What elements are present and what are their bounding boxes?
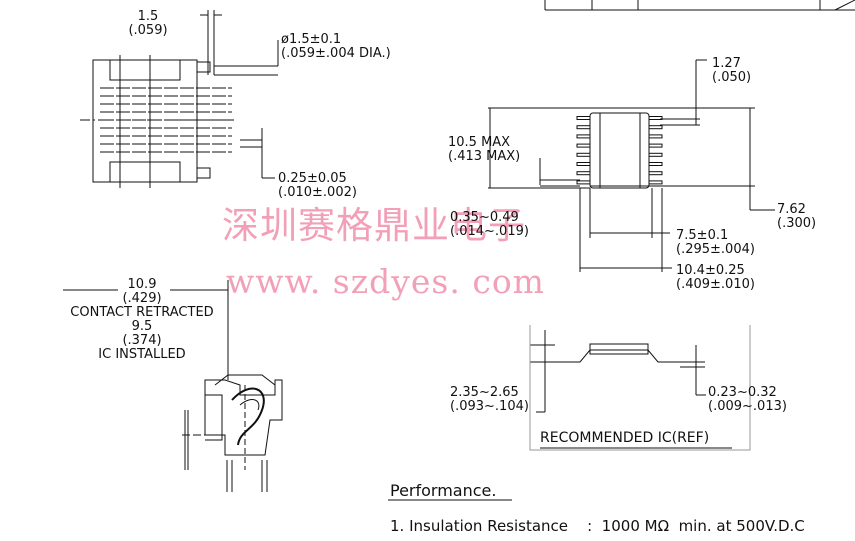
dim-height: 2.35~2.65 (.093~.104) (450, 386, 529, 414)
ic-lead (648, 116, 663, 120)
ic-lead (648, 171, 663, 176)
dim-text: (.010±.002) (278, 185, 357, 200)
dim-text: (.050) (712, 70, 752, 85)
ic-lead (648, 180, 663, 185)
dim-text: CONTACT RETRACTED (70, 305, 214, 320)
dim-lead-width: 0.35~0.49 (.014~.019) (450, 211, 529, 239)
dim-text: 0.35~0.49 (450, 210, 519, 225)
dim-text: (.413 MAX) (448, 149, 521, 164)
ic-lead (576, 134, 591, 139)
dim-1-27: 1.27 (.050) (712, 57, 751, 85)
watermark-chinese: 深圳赛格鼎业电子 (222, 204, 526, 247)
ic-lead (576, 171, 591, 176)
dim-text: 9.5 (131, 319, 153, 334)
dim-text: 10.9 (127, 277, 157, 292)
dim-10-4: 10.4±0.25 (.409±.010) (676, 264, 755, 292)
dim-text: (.409±.010) (676, 277, 755, 292)
ic-lead (576, 162, 591, 166)
performance-heading: Performance. (390, 481, 497, 500)
dim-text: 0.25±0.05 (278, 171, 347, 186)
ic-lead (576, 180, 591, 185)
dim-7-5: 7.5±0.1 (.295±.004) (676, 229, 755, 257)
dim-1-5: 1.5 (.059) (128, 10, 168, 38)
dim-text: 10.4±0.25 (676, 263, 745, 278)
dim-text: (.093~.104) (450, 399, 529, 414)
dim-10-5-max: 10.5 MAX (.413 MAX) (448, 136, 520, 164)
dim-text: 0.23~0.32 (708, 385, 777, 400)
dim-text: ø1.5±0.1 (281, 32, 342, 47)
watermark-url: www. szdyes. com (226, 262, 545, 301)
dim-text: (.300) (777, 216, 817, 231)
dim-hole-dia: ø1.5±0.1 (.059±.004 DIA.) (281, 33, 391, 61)
insulation-resistance-line: 1. Insulation Resistance : 1000 MΩ min. … (390, 517, 805, 535)
ic-lead (648, 152, 663, 157)
ic-lead (576, 125, 591, 130)
socket-side-section (63, 280, 283, 492)
socket-top-view (80, 10, 279, 188)
dim-text: (.429) (122, 291, 162, 306)
dim-pin-width: 0.25±0.05 (.010±.002) (278, 172, 357, 200)
dim-text: (.374) (122, 333, 162, 348)
ic-lead (576, 152, 591, 157)
dim-text: 1.5 (137, 9, 159, 24)
ic-lead (648, 125, 663, 130)
dim-7-62: 7.62 (.300) (777, 203, 816, 231)
ic-lead (648, 162, 663, 166)
dim-text: (.009~.013) (708, 399, 787, 414)
dim-text: 2.35~2.65 (450, 385, 519, 400)
ic-lead (648, 134, 663, 139)
title-block (544, 0, 855, 11)
ic-side-view (529, 325, 751, 451)
dim-text: 7.62 (777, 202, 806, 217)
dim-text: IC INSTALLED (98, 347, 186, 362)
dim-text: 1.27 (712, 56, 741, 71)
dim-text: 10.5 MAX (448, 135, 511, 150)
dim-10-9: 10.9 (.429) CONTACT RETRACTED 9.5 (.374)… (62, 278, 222, 362)
ic-lead (576, 143, 591, 148)
dim-text: 7.5±0.1 (676, 228, 729, 243)
dim-text: (.059) (128, 23, 168, 38)
ic-lead (576, 116, 591, 120)
dim-lead-thickness: 0.23~0.32 (.009~.013) (708, 386, 787, 414)
ic-top-view (488, 59, 775, 272)
recommended-ic-label: RECOMMENDED IC(REF) (540, 430, 710, 446)
dim-text: (.059±.004 DIA.) (281, 46, 391, 61)
dim-text: (.014~.019) (450, 224, 529, 239)
dim-text: (.295±.004) (676, 242, 755, 257)
ic-lead (648, 143, 663, 148)
